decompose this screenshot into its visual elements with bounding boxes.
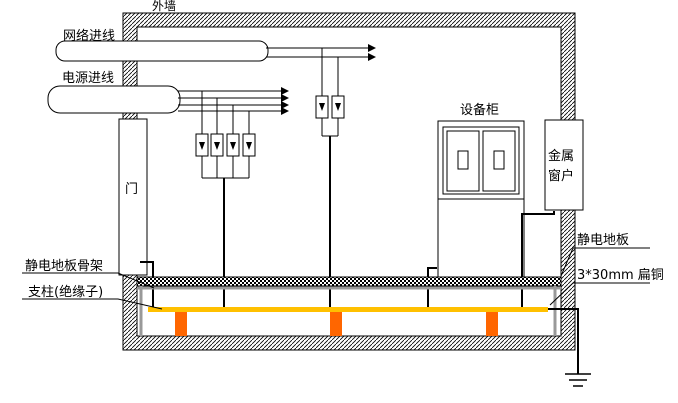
floor-frame-label: 静电地板骨架 — [25, 259, 103, 274]
door — [118, 118, 148, 276]
power-line-label: 电源进线 — [62, 71, 114, 86]
equipment-cabinet — [437, 120, 525, 281]
cabinet-ground-lead — [427, 267, 437, 310]
antistatic-floor-label: 静电地板 — [577, 233, 629, 248]
pillar-label: 支柱(绝缘子) — [28, 284, 103, 300]
door-label: 门 — [125, 182, 138, 197]
door-ground-lead — [140, 261, 154, 310]
metal-window-label-1: 金属 — [548, 148, 574, 164]
flat-copper-label: 3*30mm 扁铜 — [577, 268, 664, 283]
flat-copper-bus — [148, 307, 548, 312]
antistatic-floor — [136, 276, 562, 287]
callout-leaders — [22, 247, 650, 310]
network-line-label: 网络进线 — [63, 28, 115, 44]
network-line — [55, 40, 376, 62]
insulator-pillars — [175, 312, 498, 336]
power-line — [47, 85, 289, 115]
metal-window-label-2: 窗户 — [548, 168, 574, 184]
ground-symbol — [548, 308, 591, 387]
window-ground-lead — [521, 211, 555, 310]
metal-window — [544, 119, 584, 211]
network-surge-protectors — [315, 48, 345, 310]
cabinet-label: 设备柜 — [460, 102, 499, 118]
floor-frame — [137, 286, 561, 336]
outer-wall-label: 外墙 — [152, 0, 176, 13]
power-surge-protectors — [195, 91, 256, 310]
